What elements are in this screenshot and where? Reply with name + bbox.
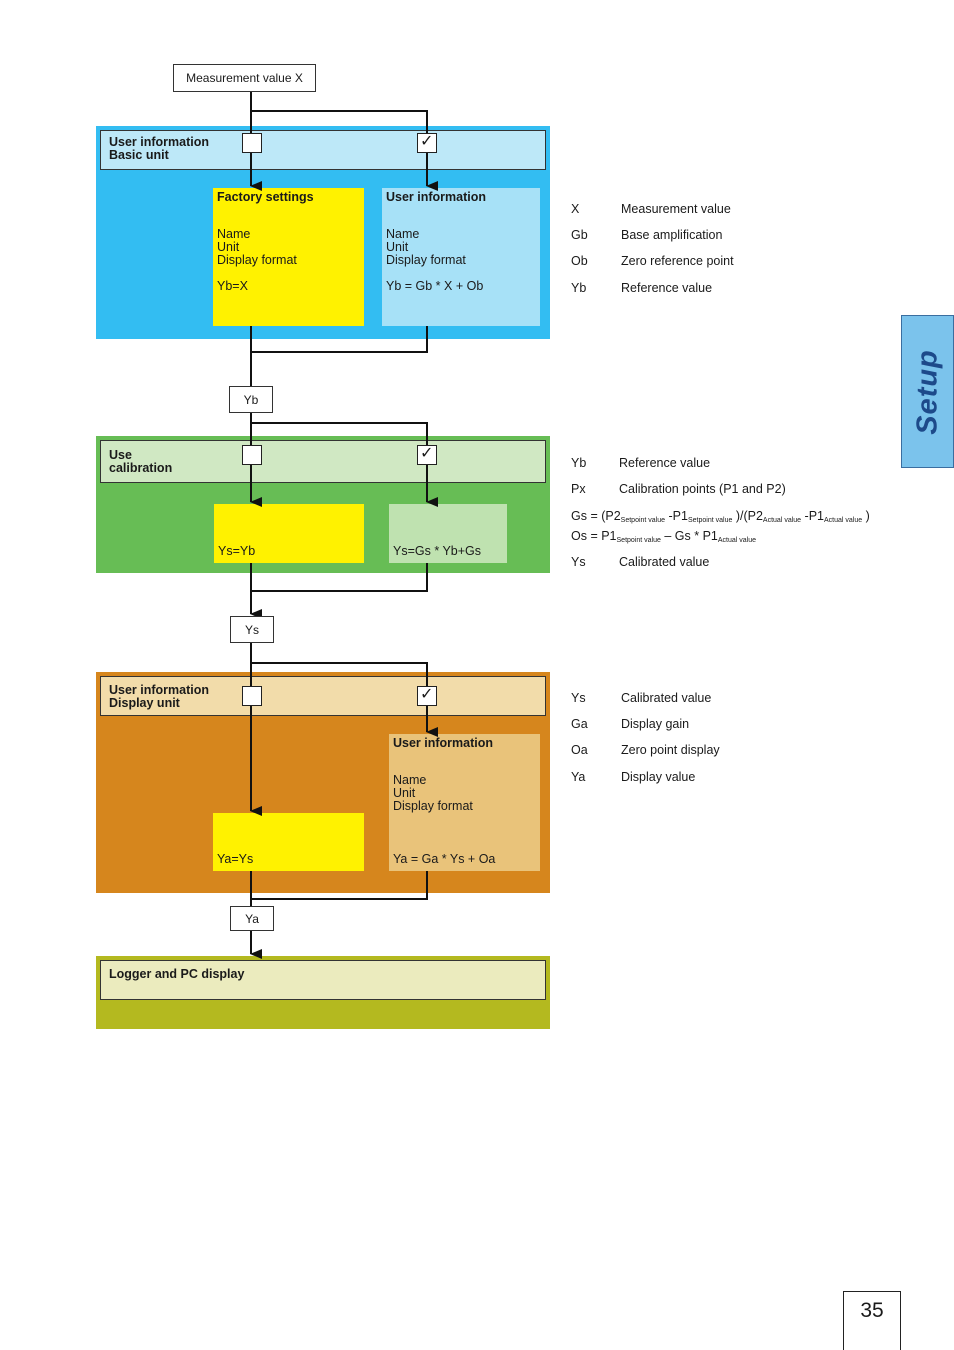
basic-user-info-box: User information Name Unit Display forma… [382, 188, 540, 326]
calibration-default-formula: Ys=Yb [218, 544, 256, 558]
display-user-info-body: Name Unit Display format [393, 773, 473, 813]
display-user-info-box: User information Name Unit Display forma… [389, 734, 540, 871]
setup-side-tab[interactable]: Setup [901, 315, 954, 468]
logger-header: Logger and PC display [100, 960, 546, 1000]
gs-formula: Gs = (P2Setpoint value -P1Setpoint value… [571, 509, 870, 524]
factory-settings-title: Factory settings [217, 190, 314, 204]
basic-user-info-title: User information [386, 190, 487, 204]
basic-user-checkbox[interactable]: ✓ [417, 133, 437, 153]
display-user-info-title: User information [393, 736, 494, 750]
checkmark-icon: ✓ [420, 445, 434, 462]
calibration-default-box: Ys=Yb [214, 504, 364, 563]
calibration-user-box: Ys=Gs * Yb+Gs [389, 504, 507, 563]
factory-settings-box: Factory settings Name Unit Display forma… [213, 188, 364, 326]
checkmark-icon: ✓ [420, 686, 434, 703]
display-default-checkbox[interactable] [242, 686, 262, 706]
display-default-formula: Ya=Ys [217, 852, 254, 866]
factory-settings-body: Name Unit Display format [217, 227, 297, 267]
logger-header-text: Logger and PC display [109, 967, 245, 981]
calibration-header-text: Use calibration [109, 448, 173, 475]
calibration-off-checkbox[interactable] [242, 445, 262, 465]
page-number: 35 [843, 1291, 901, 1350]
setup-tab-label: Setup [911, 348, 943, 435]
ys-tag: Ys [230, 616, 274, 643]
basic-factory-checkbox[interactable] [242, 133, 262, 153]
yb-tag: Yb [229, 386, 273, 413]
basic-user-info-body: Name Unit Display format [386, 227, 466, 267]
display-unit-header-text: User information Display unit [109, 683, 210, 710]
display-default-box: Ya=Ys [213, 813, 364, 871]
factory-settings-formula: Yb=X [217, 279, 248, 293]
calibration-on-checkbox[interactable]: ✓ [417, 445, 437, 465]
calibration-header: Use calibration [100, 440, 546, 483]
checkmark-icon: ✓ [420, 133, 434, 150]
ya-tag: Ya [230, 906, 274, 931]
basic-user-info-formula: Yb = Gb * X + Ob [386, 279, 484, 293]
display-user-info-formula: Ya = Ga * Ys + Oa [393, 852, 496, 866]
measurement-value-box: Measurement value X [173, 64, 316, 92]
display-user-checkbox[interactable]: ✓ [417, 686, 437, 706]
calibration-user-formula: Ys=Gs * Yb+Gs [393, 544, 482, 558]
display-unit-header: User information Display unit [100, 676, 546, 716]
basic-unit-header-text: User information Basic unit [109, 135, 210, 162]
os-formula: Os = P1Setpoint value – Gs * P1Actual va… [571, 529, 757, 544]
basic-unit-header: User information Basic unit [100, 130, 546, 170]
